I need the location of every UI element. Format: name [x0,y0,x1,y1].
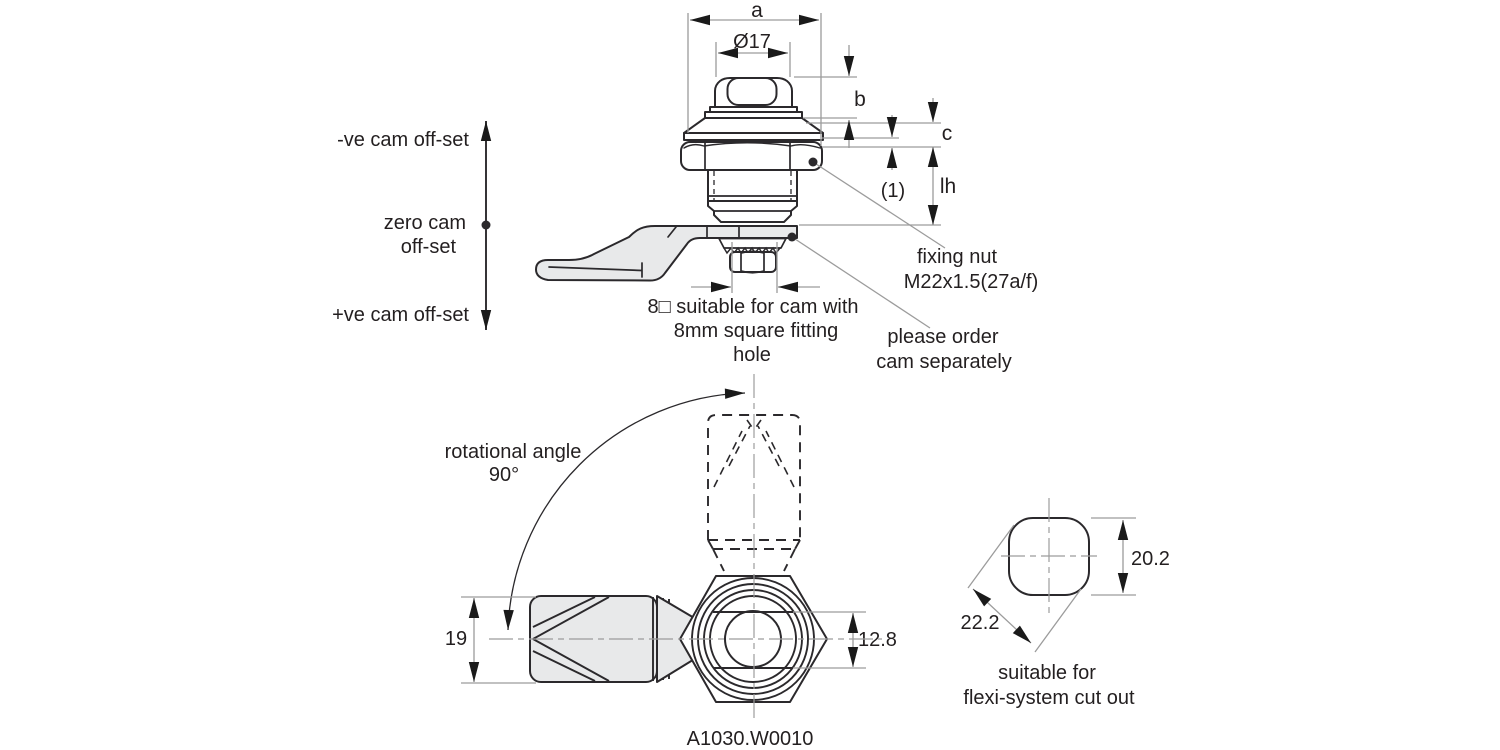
dim-label-one: (1) [881,180,905,202]
offset-label-zero-line2: off-set [401,236,457,258]
zero-offset-dot [481,220,491,230]
offset-label-negative: -ve cam off-set [337,129,469,151]
cam-fixing-nut [729,251,777,273]
cutout-view: 20.2 22.2 suitable for flexi-system cut … [961,498,1170,709]
rotation-label-line2: 90° [489,464,519,486]
fixing-nut-facets [704,142,791,170]
rotation-label-line1: rotational angle [445,441,582,463]
knob-head-grip [726,77,778,106]
part-number: A1030.W0010 [687,728,814,750]
order-note-line1: please order [887,326,999,348]
side-view: a Ø17 b c (1) lh 8□ suitable for cam wit… [535,0,1039,373]
cutout-caption-line1: suitable for [998,662,1096,684]
dim-label-128: 12.8 [858,629,897,651]
square-note-line1: 8□ suitable for cam with [647,296,858,318]
cam-square-hole-lines [667,225,740,239]
dim-label-222: 22.2 [961,612,1000,634]
ext-lines-202 [1091,517,1136,596]
dim-label-19: 19 [445,628,467,650]
ext-lines-dia [715,42,791,77]
dim-line-222 [972,588,1032,644]
square-note-line3: hole [733,344,771,366]
dim-label-c: c [942,122,953,145]
bezel-ring [683,132,824,141]
ext-lines-19 [461,596,536,684]
bottom-view: rotational angle 90° 19 12.8 A1030.W0010 [445,374,897,750]
ext-lines-square [731,242,778,293]
cam-lever-fold-line [548,262,643,278]
thread-dashes [713,171,792,200]
offset-label-positive: +ve cam off-set [332,304,469,326]
ext-lines-128 [793,611,866,669]
square-note-line2: 8mm square fitting [674,320,839,342]
fixing-nut [680,141,823,171]
knob-grip-pattern [532,596,610,682]
bezel-cone [683,117,824,134]
ext-lines-222 [967,524,1082,653]
leader-dot-cam [787,232,797,242]
leader-dot-fixing-nut [808,157,818,167]
serrated-washer [718,237,787,249]
cam-lever [535,225,798,282]
cam-offset-scale: -ve cam off-set zero cam off-set +ve cam… [332,121,492,330]
fixing-nut-crown [683,142,821,149]
dim-label-202: 20.2 [1131,548,1170,570]
order-note-line2: cam separately [876,351,1012,373]
dim-label-b: b [854,88,866,111]
dim-label-dia: Ø17 [733,31,771,53]
dim-label-lh: lh [940,175,956,198]
leader-fixing-nut [812,161,946,249]
square-hole-flats [713,611,793,669]
rotation-arc [503,388,746,631]
ext-lines-a [687,13,822,146]
cam-fixing-nut-facets [740,250,765,274]
dim-label-a: a [751,0,763,22]
leader-order-cam [791,236,931,329]
fixing-nut-note-line2: M22x1.5(27a/f) [904,271,1039,293]
offset-label-zero-line1: zero cam [384,212,466,234]
cutout-caption-line2: flexi-system cut out [963,687,1135,709]
ref-lines-right [794,76,941,226]
fixing-nut-note-line1: fixing nut [917,246,997,268]
